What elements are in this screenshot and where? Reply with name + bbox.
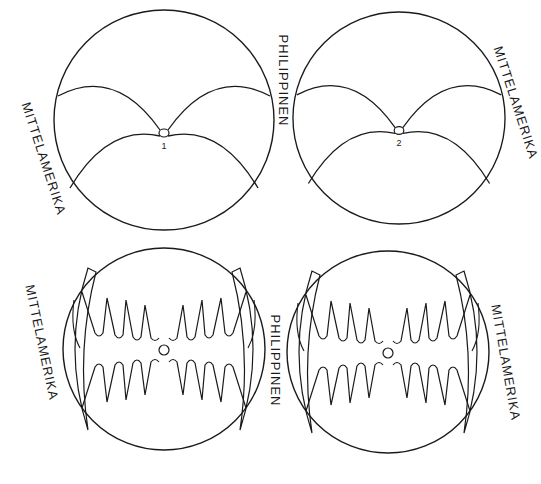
region-label: MITTELAMERIKA: [492, 44, 541, 160]
region-label: PHILIPPINEN: [277, 34, 290, 126]
callout-number: 1: [161, 142, 166, 151]
region-label: PHILIPPINEN: [269, 314, 282, 406]
globe-bottom-right: [287, 251, 489, 453]
globe-top-left: [54, 10, 274, 230]
globe-top-right: [293, 12, 505, 224]
callout-number: 2: [396, 139, 401, 148]
region-label: MITTELAMERIKA: [23, 283, 60, 401]
globe-bottom-left: [63, 248, 265, 450]
region-label: MITTELAMERIKA: [489, 303, 522, 421]
